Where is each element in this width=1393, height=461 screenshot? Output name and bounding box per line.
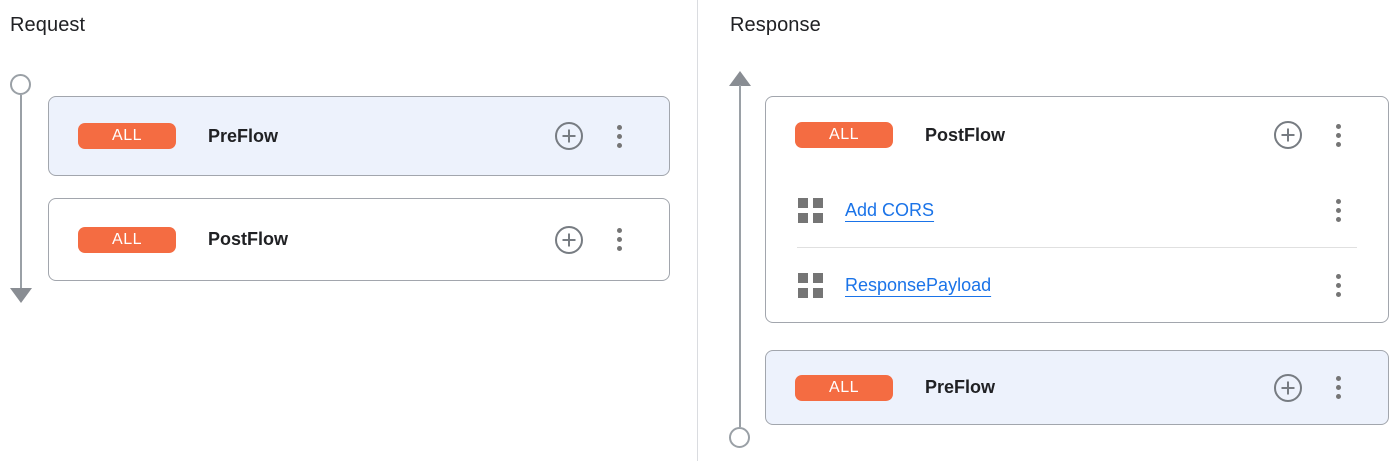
kebab-menu-icon <box>616 228 622 233</box>
grid-icon <box>798 272 823 298</box>
add-policy-button[interactable] <box>554 225 584 255</box>
plus-circle-icon <box>555 225 583 254</box>
more-options-button[interactable] <box>611 225 627 255</box>
arrow-down-icon <box>10 288 32 303</box>
flow-card-header: ALL PostFlow <box>766 97 1388 173</box>
more-options-button[interactable] <box>1330 270 1346 300</box>
add-policy-button[interactable] <box>1273 373 1303 403</box>
more-options-button[interactable] <box>1330 120 1346 150</box>
condition-badge: ALL <box>795 122 893 148</box>
plus-circle-icon <box>1274 121 1302 149</box>
plus-circle-icon <box>1274 373 1302 402</box>
plus-circle-icon <box>555 122 583 150</box>
more-options-button[interactable] <box>611 121 627 151</box>
add-policy-button[interactable] <box>1273 120 1303 150</box>
condition-badge: ALL <box>78 123 176 149</box>
policy-row: Add CORS <box>766 173 1388 247</box>
grid-icon <box>798 197 823 223</box>
kebab-menu-icon <box>616 124 622 130</box>
request-timeline-start-circle <box>10 74 31 95</box>
condition-badge: ALL <box>78 226 176 253</box>
response-timeline-line <box>739 85 741 427</box>
policy-link-add-cors[interactable]: Add CORS <box>845 199 935 220</box>
request-preflow-card[interactable]: ALL PreFlow <box>48 96 670 176</box>
flow-name: PreFlow <box>925 377 996 397</box>
policy-link-responsepayload[interactable]: ResponsePayload <box>845 274 992 295</box>
add-policy-button[interactable] <box>554 121 584 151</box>
kebab-menu-icon <box>1335 198 1341 204</box>
condition-badge: ALL <box>795 374 893 401</box>
policy-row-divider <box>797 247 1357 248</box>
response-postflow-card[interactable]: ALL PostFlow Add CORS <box>765 96 1389 323</box>
response-timeline-end-circle <box>729 427 750 448</box>
response-preflow-card[interactable]: ALL PreFlow <box>765 350 1389 425</box>
flow-name: PostFlow <box>925 124 1005 145</box>
flow-name: PreFlow <box>208 125 279 146</box>
more-options-button[interactable] <box>1330 195 1346 225</box>
panel-divider <box>697 0 698 461</box>
kebab-menu-icon <box>1335 376 1341 381</box>
kebab-menu-icon <box>1335 123 1341 129</box>
more-options-button[interactable] <box>1330 373 1346 403</box>
kebab-menu-icon <box>1335 273 1341 279</box>
flow-name: PostFlow <box>208 229 288 249</box>
request-panel-title: Request <box>10 14 86 36</box>
policy-row: ResponsePayload <box>766 248 1388 322</box>
request-postflow-card[interactable]: ALL PostFlow <box>48 198 670 281</box>
arrow-up-icon <box>729 71 751 86</box>
response-panel-title: Response <box>730 14 821 36</box>
request-timeline-line <box>20 95 22 289</box>
